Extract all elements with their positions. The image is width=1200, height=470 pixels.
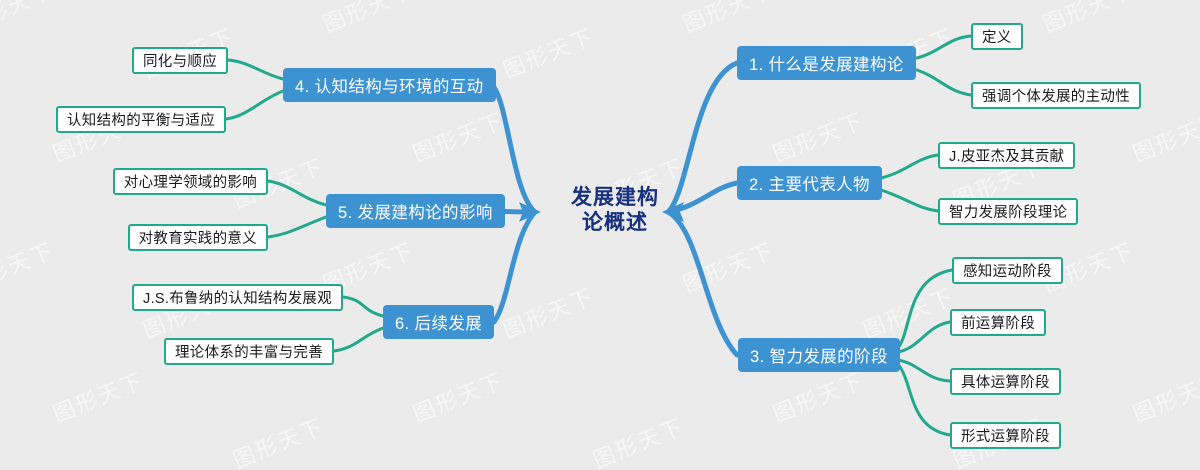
leaf-node-1-2-label: 强调个体发展的主动性: [982, 89, 1130, 105]
leaf-node-4-1-label: 同化与顺应: [143, 54, 217, 70]
leaf-node-5-2[interactable]: 对教育实践的意义: [127, 224, 268, 251]
leaf-node-3-3-label: 具体运算阶段: [961, 375, 1050, 391]
leaf-node-5-2-label: 对教育实践的意义: [138, 231, 257, 247]
leaf-node-1-2[interactable]: 强调个体发展的主动性: [971, 82, 1141, 109]
sublink-3-4: [896, 362, 952, 437]
sublinks-node-5: [266, 179, 328, 239]
trunk-center-to-node-1: [665, 60, 740, 215]
leaf-node-3-4[interactable]: 形式运算阶段: [950, 422, 1061, 449]
leaf-node-3-3[interactable]: 具体运算阶段: [950, 368, 1061, 395]
sublink-2-1: [879, 153, 940, 180]
sublink-3-3: [896, 358, 952, 383]
sublink-1-2: [915, 68, 973, 97]
branch-node-3[interactable]: 3. 智力发展的阶段: [738, 338, 900, 372]
sublink-6-1: [341, 295, 385, 318]
sublink-4-2: [224, 89, 285, 121]
trunk-center-to-node-6: [491, 209, 538, 325]
branch-node-1-label: 1. 什么是发展建构论: [749, 56, 904, 74]
leaf-node-4-2[interactable]: 认知结构的平衡与适应: [56, 106, 226, 133]
center-node-line-1: 发展建构: [571, 186, 659, 210]
leaf-node-6-2[interactable]: 理论体系的丰富与完善: [164, 338, 334, 365]
leaf-node-3-1-label: 感知运动阶段: [963, 264, 1052, 280]
leaf-node-6-2-label: 理论体系的丰富与完善: [175, 345, 323, 361]
leaf-node-5-1-label: 对心理学领域的影响: [123, 175, 257, 191]
leaf-node-3-2[interactable]: 前运算阶段: [950, 309, 1046, 336]
sublink-3-2: [896, 320, 952, 354]
branch-node-6-label: 6. 后续发展: [395, 315, 483, 333]
leaf-node-4-2-label: 认知结构的平衡与适应: [67, 113, 215, 129]
branch-node-4[interactable]: 4. 认知结构与环境的互动: [283, 68, 496, 102]
branch-node-6[interactable]: 6. 后续发展: [383, 305, 495, 339]
sublinks-node-2: [879, 153, 940, 213]
branch-node-1[interactable]: 1. 什么是发展建构论: [737, 46, 916, 80]
leaf-node-1-1-label: 定义: [982, 30, 1012, 46]
sublinks-node-6: [332, 295, 385, 353]
branch-node-5-label: 5. 发展建构论的影响: [338, 204, 493, 222]
sublinks-node-1: [915, 34, 973, 97]
leaf-node-2-2[interactable]: 智力发展阶段理论: [938, 198, 1079, 225]
sublink-5-2: [266, 215, 328, 239]
leaf-node-5-1[interactable]: 对心理学领域的影响: [112, 168, 268, 195]
sublinks-node-4: [224, 58, 285, 121]
sublinks-node-3: [896, 268, 954, 437]
leaf-node-2-2-label: 智力发展阶段理论: [949, 205, 1068, 221]
sublink-5-1: [266, 179, 328, 207]
trunk-right: [662, 60, 740, 358]
trunk-center-to-node-3: [665, 209, 740, 358]
branch-node-5[interactable]: 5. 发展建构论的影响: [326, 194, 505, 228]
leaf-node-6-1-label: J.S.布鲁纳的认知结构发展观: [143, 291, 332, 307]
leaf-node-2-1[interactable]: J.皮亚杰及其贡献: [938, 142, 1076, 169]
leaf-node-6-1[interactable]: J.S.布鲁纳的认知结构发展观: [132, 284, 343, 311]
trunk-right-arrowhead: [662, 202, 684, 222]
branch-node-2-label: 2. 主要代表人物: [749, 176, 870, 194]
leaf-node-1-1[interactable]: 定义: [971, 23, 1023, 50]
sublink-3-1: [896, 268, 954, 350]
center-node-line-2: 论概述: [582, 211, 648, 234]
leaf-node-3-2-label: 前运算阶段: [961, 316, 1035, 332]
center-node[interactable]: 发展建构 论概述: [555, 180, 675, 242]
leaf-node-3-1[interactable]: 感知运动阶段: [952, 257, 1063, 284]
branch-node-3-label: 3. 智力发展的阶段: [750, 348, 888, 366]
leaf-node-2-1-label: J.皮亚杰及其贡献: [949, 149, 1065, 165]
sublink-4-1: [226, 58, 285, 81]
trunk-center-to-node-4: [489, 82, 538, 215]
sublink-1-1: [915, 34, 973, 60]
trunk-left: [489, 82, 541, 325]
leaf-node-4-1[interactable]: 同化与顺应: [132, 47, 228, 74]
trunk-left-arrowhead: [519, 202, 541, 222]
leaf-node-3-4-label: 形式运算阶段: [961, 429, 1050, 445]
branch-node-2[interactable]: 2. 主要代表人物: [737, 166, 882, 200]
sublink-2-2: [879, 188, 940, 213]
sublink-6-2: [332, 326, 385, 353]
branch-node-4-label: 4. 认知结构与环境的互动: [295, 78, 484, 96]
